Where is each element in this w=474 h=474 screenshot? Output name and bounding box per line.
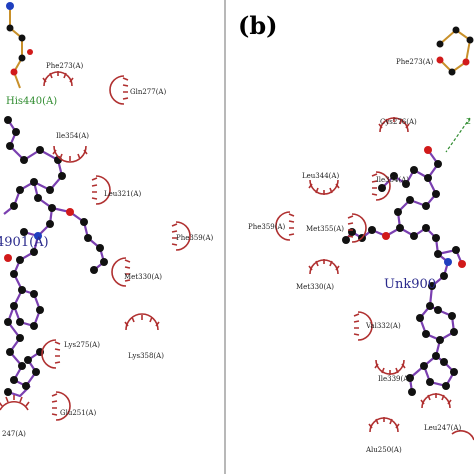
- left-residue-label: Phe359(A): [176, 234, 214, 242]
- left-panel: His440(A): [0, 2, 214, 438]
- right-residue-label: Met330(A): [296, 283, 334, 291]
- right-residue-label: Alu250(A): [365, 446, 402, 454]
- left-residue-label: Gln277(A): [130, 88, 166, 96]
- right-residue-label: Leu344(A): [302, 172, 339, 180]
- left-his-atoms: [6, 2, 33, 76]
- right-sidechain: [439, 28, 472, 74]
- right-ligand-atoms: [342, 146, 466, 396]
- left-residue-label: 247(A): [2, 430, 26, 438]
- panel-b-label: (b): [238, 11, 278, 40]
- right-sidechain-atoms: [436, 26, 474, 76]
- right-residue-label: Ile354(A): [376, 176, 409, 184]
- right-hydrophobic-arcs: [275, 117, 474, 441]
- right-residue-label: Ile339(A): [378, 375, 411, 383]
- left-residue-label: Lys275(A): [64, 341, 100, 349]
- right-ligand-label: Unk900: [384, 277, 436, 292]
- left-residue-label: Leu321(A): [104, 190, 141, 198]
- right-residue-label: Leu247(A): [424, 424, 461, 432]
- right-hbond-distance: 2: [466, 117, 471, 126]
- right-residue-label: Val332(A): [365, 322, 401, 330]
- right-residue-label: Phe359(A): [248, 223, 286, 231]
- left-hbond-residue-label: His440(A): [6, 96, 57, 107]
- right-residue-label: Phe273(A): [396, 58, 434, 66]
- left-residue-label: Ile354(A): [56, 132, 89, 140]
- left-his-sidechain: [9, 6, 23, 89]
- left-residue-label: Met330(A): [124, 273, 162, 281]
- left-ligand-label: 4901(A): [0, 235, 49, 250]
- right-residue-labels: Phe273(A) Cys276(A) Leu344(A) Ile354(A) …: [248, 58, 461, 454]
- left-ligand-atoms: [4, 116, 108, 396]
- left-residue-labels: Phe273(A) Gln277(A) Ile354(A) Leu321(A) …: [2, 62, 214, 438]
- left-residue-label: Phe273(A): [46, 62, 84, 70]
- right-panel: (b) 2: [238, 11, 474, 454]
- left-residue-label: Lys358(A): [128, 352, 164, 360]
- right-residue-label: Met355(A): [306, 225, 344, 233]
- left-hydrophobic-arcs: [0, 71, 191, 421]
- right-hbond-line: [445, 117, 471, 153]
- left-residue-label: Glu251(A): [60, 409, 96, 417]
- right-residue-label: Cys276(A): [380, 118, 417, 126]
